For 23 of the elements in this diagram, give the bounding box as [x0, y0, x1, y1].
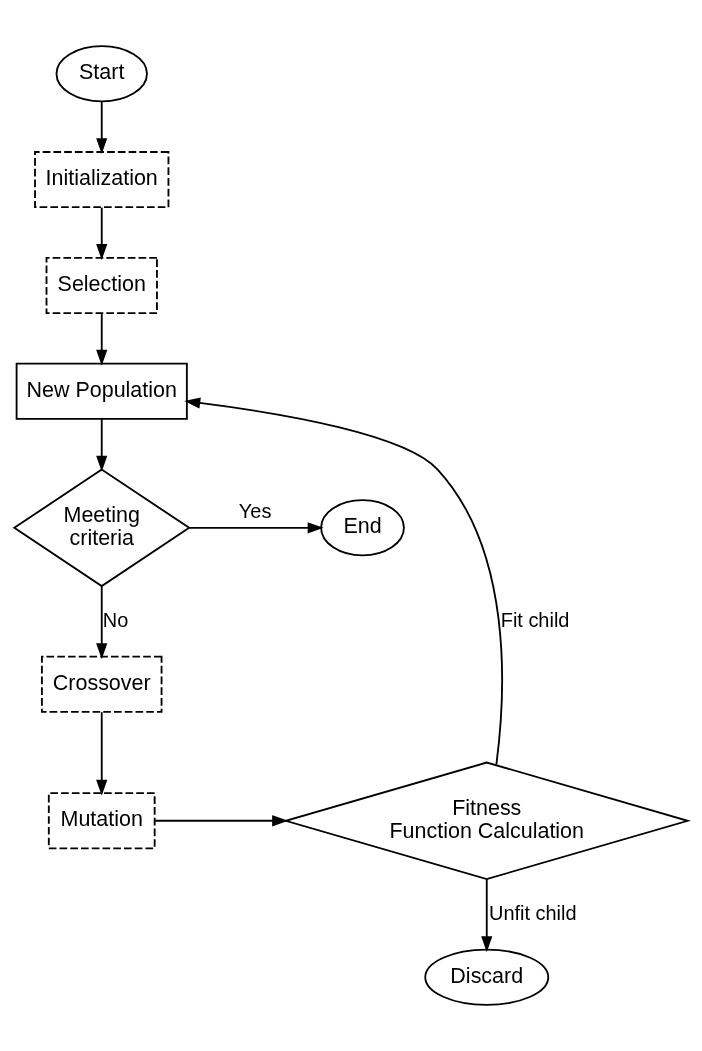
arrow [188, 522, 324, 534]
node-box: New Population [15, 362, 188, 420]
node-box: Initialization [34, 151, 170, 209]
node-ellipse: Discard [424, 948, 550, 1006]
node-box: Selection [45, 256, 158, 314]
edge-label: Yes [238, 499, 272, 522]
arrow [96, 711, 108, 796]
edge-label: Unfit child [489, 901, 577, 924]
arrow [96, 206, 108, 260]
node-diamond: Meeting criteria [12, 468, 191, 588]
node-ellipse: End [320, 499, 405, 557]
node-box: Mutation [47, 792, 156, 850]
node-box: Crossover [41, 655, 163, 713]
arrow [96, 585, 108, 660]
arrow [96, 418, 108, 472]
edge-label: No [102, 608, 129, 631]
arrow [96, 312, 108, 366]
arrow [184, 397, 503, 766]
arrow [481, 878, 493, 953]
node-ellipse: Start [55, 45, 148, 103]
arrow [154, 815, 289, 827]
edge-label: Fit child [500, 608, 570, 631]
arrow [96, 100, 108, 155]
